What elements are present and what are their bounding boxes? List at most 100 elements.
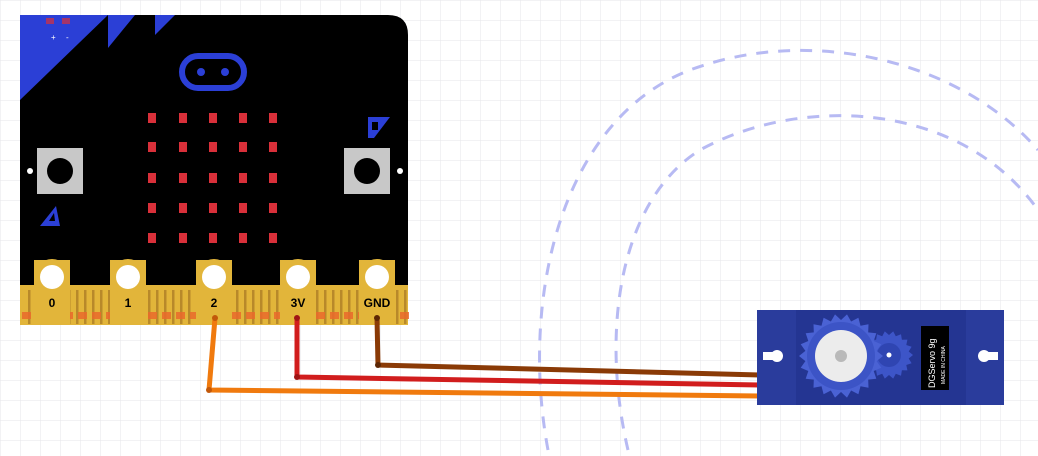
edge-finger (396, 290, 399, 324)
pin-2[interactable]: 2 (196, 259, 232, 325)
led-r1c4 (239, 113, 247, 123)
left-edge-dot (27, 168, 33, 174)
edge-pad (316, 312, 325, 319)
edge-finger (188, 290, 191, 324)
battery-mark-plus: + (51, 33, 56, 42)
edge-finger (316, 290, 319, 324)
wires (206, 315, 761, 399)
led-r4c5 (269, 203, 277, 213)
inner-rotation-arc (614, 114, 1038, 451)
edge-pad (190, 312, 199, 319)
edge-pad (78, 312, 87, 319)
led-r3c5 (269, 173, 277, 183)
edge-pad (246, 312, 255, 319)
led-r3c1 (148, 173, 156, 183)
button-a[interactable] (37, 148, 83, 194)
led-r4c2 (179, 203, 187, 213)
edge-finger (404, 290, 407, 324)
led-r1c1 (148, 113, 156, 123)
led-matrix (148, 113, 277, 243)
wire-end-power (294, 315, 300, 321)
wire-end-signal (212, 315, 218, 321)
edge-finger (164, 290, 167, 324)
pin-1[interactable]: 1 (110, 259, 146, 325)
edge-finger (276, 290, 279, 324)
pin-0[interactable]: 0 (34, 259, 70, 325)
led-r4c3 (209, 203, 217, 213)
edge-pad (92, 312, 101, 319)
edge-finger (156, 290, 159, 324)
edge-finger (92, 290, 95, 324)
servo-motor[interactable]: DGServo 9g MADE IN CHINA (757, 310, 1004, 405)
servo-origin-label: MADE IN CHINA (941, 346, 947, 384)
pin-3v[interactable]: 3V (280, 259, 316, 325)
top-accent-3 (155, 15, 175, 35)
edge-finger (180, 290, 183, 324)
led-r1c5 (269, 113, 277, 123)
edge-finger (172, 290, 175, 324)
button-b-icon (368, 117, 390, 138)
large-pins: 0 1 2 3V GND (34, 259, 395, 325)
led-r2c1 (148, 142, 156, 152)
button-a-icon (40, 206, 60, 226)
led-r5c4 (239, 233, 247, 243)
right-edge-dot (397, 168, 403, 174)
edge-pad (176, 312, 185, 319)
edge-pad (22, 312, 31, 319)
led-r3c2 (179, 173, 187, 183)
edge-finger (244, 290, 247, 324)
battery-mark-minus: - (66, 33, 69, 42)
servo-model-label: DGServo 9g (927, 338, 937, 388)
wire-bend-ground (375, 362, 381, 368)
edge-finger (148, 290, 151, 324)
led-r2c3 (209, 142, 217, 152)
edge-finger (340, 290, 343, 324)
edge-finger (356, 290, 359, 324)
servo-pivot (886, 352, 892, 358)
microbit-body (20, 15, 408, 315)
wire-bend-power (294, 374, 300, 380)
led-r5c3 (209, 233, 217, 243)
servo-left-mount (763, 350, 783, 362)
pin-label: 1 (125, 296, 132, 310)
led-r1c2 (179, 113, 187, 123)
led-r2c5 (269, 142, 277, 152)
pin-label: GND (364, 296, 391, 310)
edge-pad (162, 312, 171, 319)
wire-bend-signal (206, 387, 212, 393)
edge-pad (148, 312, 157, 319)
led-r1c3 (209, 113, 217, 123)
logo-icon (179, 53, 247, 91)
wire-end-ground (374, 315, 380, 321)
servo-rotation-guides (538, 48, 1038, 451)
pin-gnd[interactable]: GND (359, 259, 395, 325)
edge-pad (344, 312, 353, 319)
edge-finger (28, 290, 31, 324)
edge-pad (260, 312, 269, 319)
button-b[interactable] (344, 148, 390, 194)
edge-finger (76, 290, 79, 324)
pin-label: 2 (211, 296, 218, 310)
led-r4c1 (148, 203, 156, 213)
edge-finger (252, 290, 255, 324)
led-r2c4 (239, 142, 247, 152)
edge-pad (274, 312, 283, 319)
edge-finger (348, 290, 351, 324)
led-r3c3 (209, 173, 217, 183)
servo-shaft (835, 350, 847, 362)
edge-finger (324, 290, 327, 324)
edge-finger (332, 290, 335, 324)
edge-pad (232, 312, 241, 319)
led-r3c4 (239, 173, 247, 183)
battery-pad-plus (46, 18, 54, 24)
edge-finger (108, 290, 111, 324)
pin-label: 0 (49, 296, 56, 310)
edge-finger (100, 290, 103, 324)
edge-finger (236, 290, 239, 324)
led-r5c2 (179, 233, 187, 243)
microbit-board[interactable]: + - (20, 15, 409, 325)
led-r5c1 (148, 233, 156, 243)
led-r4c4 (239, 203, 247, 213)
